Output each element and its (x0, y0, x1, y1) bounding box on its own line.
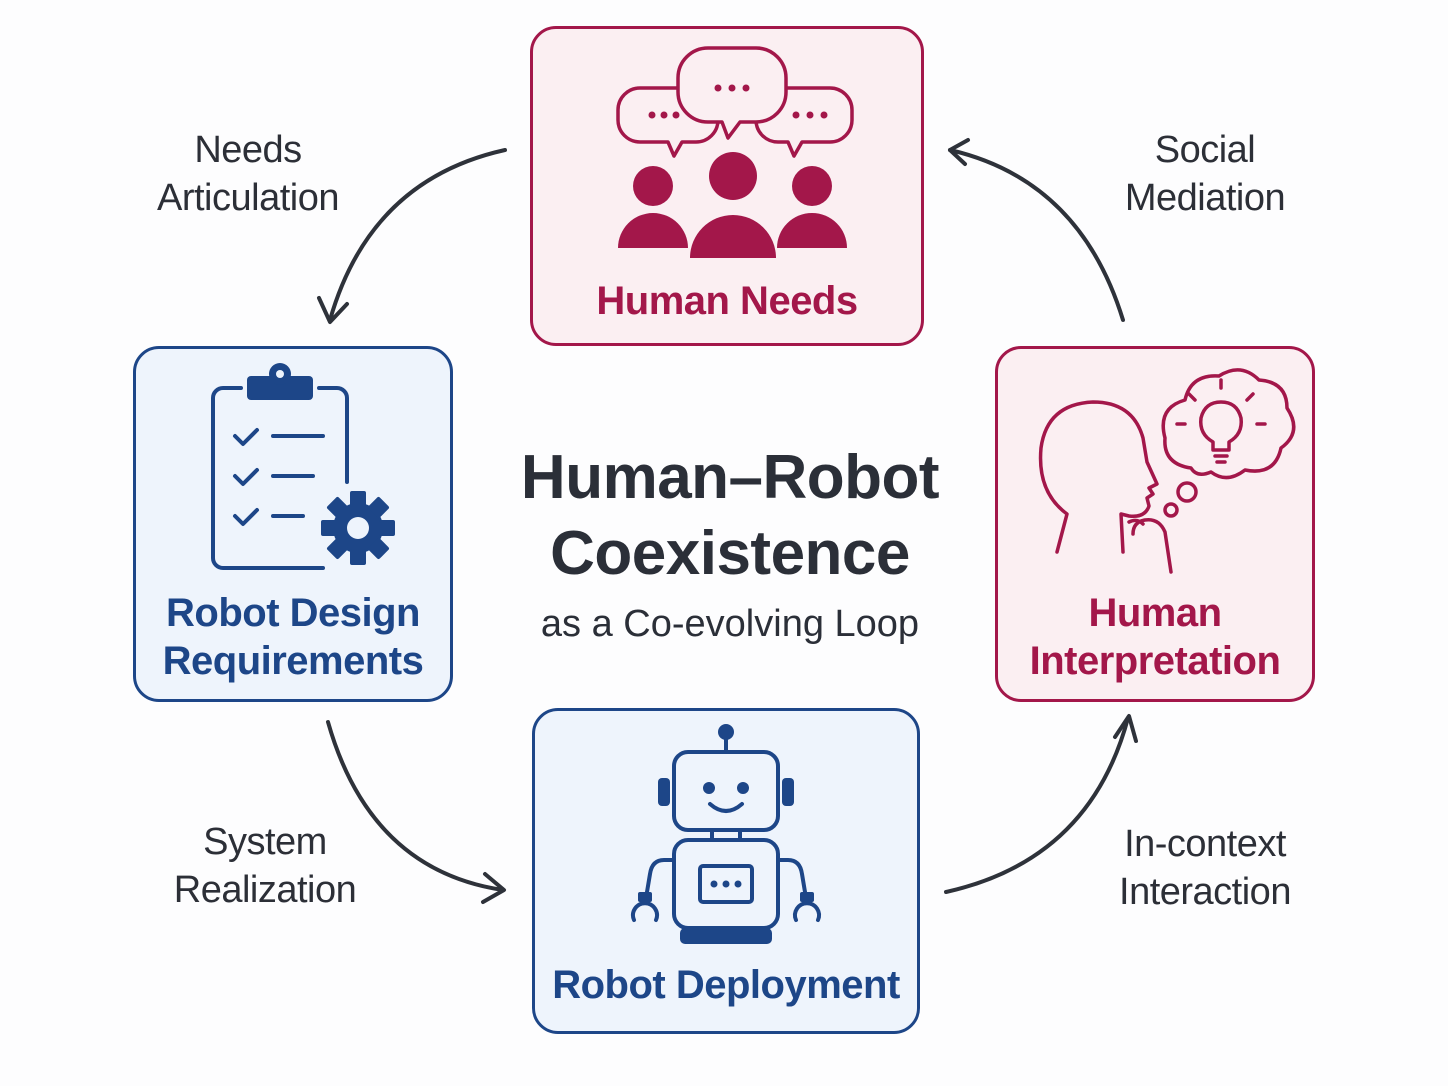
edge-label-in-context-interaction: In-context Interaction (1085, 820, 1325, 916)
node-label: Robot Design Requirements (136, 589, 450, 685)
node-robot-deployment: Robot Deployment (532, 708, 920, 1034)
clipboard-gear-icon (211, 363, 395, 570)
node-human-needs: Human Needs (530, 26, 924, 346)
diagram-title-line-1: Human–Robot (520, 443, 940, 512)
node-human-interpretation: Human Interpretation (995, 346, 1315, 702)
edge-label-line-2: Realization (173, 869, 357, 911)
arrow-in-context-interaction (944, 714, 1138, 894)
node-label-line-1: Human (1088, 591, 1222, 635)
diagram-subtitle: as a Co-evolving Loop (540, 603, 920, 645)
arrow-system-realization (326, 720, 506, 904)
node-label-line-1: Robot Design (166, 591, 420, 635)
node-label: Robot Deployment (552, 963, 900, 1007)
node-robot-design-requirements: Robot Design Requirements (133, 346, 453, 702)
robot-icon (631, 724, 821, 944)
diagram-title-line-2: Coexistence (550, 519, 910, 588)
edge-label-line-2: Mediation (1124, 177, 1286, 219)
edge-label-needs-articulation: Needs Articulation (128, 126, 368, 222)
edge-label-line-2: Interaction (1119, 871, 1291, 913)
edge-label-line-1: In-context (1124, 823, 1286, 865)
arrow-social-mediation (948, 138, 1125, 322)
node-label-line-2: Interpretation (1029, 639, 1281, 683)
node-label: Human Needs (596, 279, 858, 323)
arrow-needs-articulation (317, 148, 507, 324)
edge-label-line-1: Social (1154, 129, 1256, 171)
edge-label-line-1: System (203, 821, 327, 863)
edge-label-system-realization: System Realization (150, 818, 380, 914)
edge-label-line-1: Needs (194, 129, 302, 171)
edge-label-social-mediation: Social Mediation (1090, 126, 1320, 222)
people-with-speech-bubbles-icon (616, 46, 854, 258)
edge-label-line-2: Articulation (157, 177, 339, 219)
thinking-head-lightbulb-icon (1038, 368, 1296, 574)
diagram-title: Human–Robot Coexistence (430, 440, 1030, 592)
node-label: Human Interpretation (998, 589, 1312, 685)
node-label-line-2: Requirements (162, 639, 424, 683)
